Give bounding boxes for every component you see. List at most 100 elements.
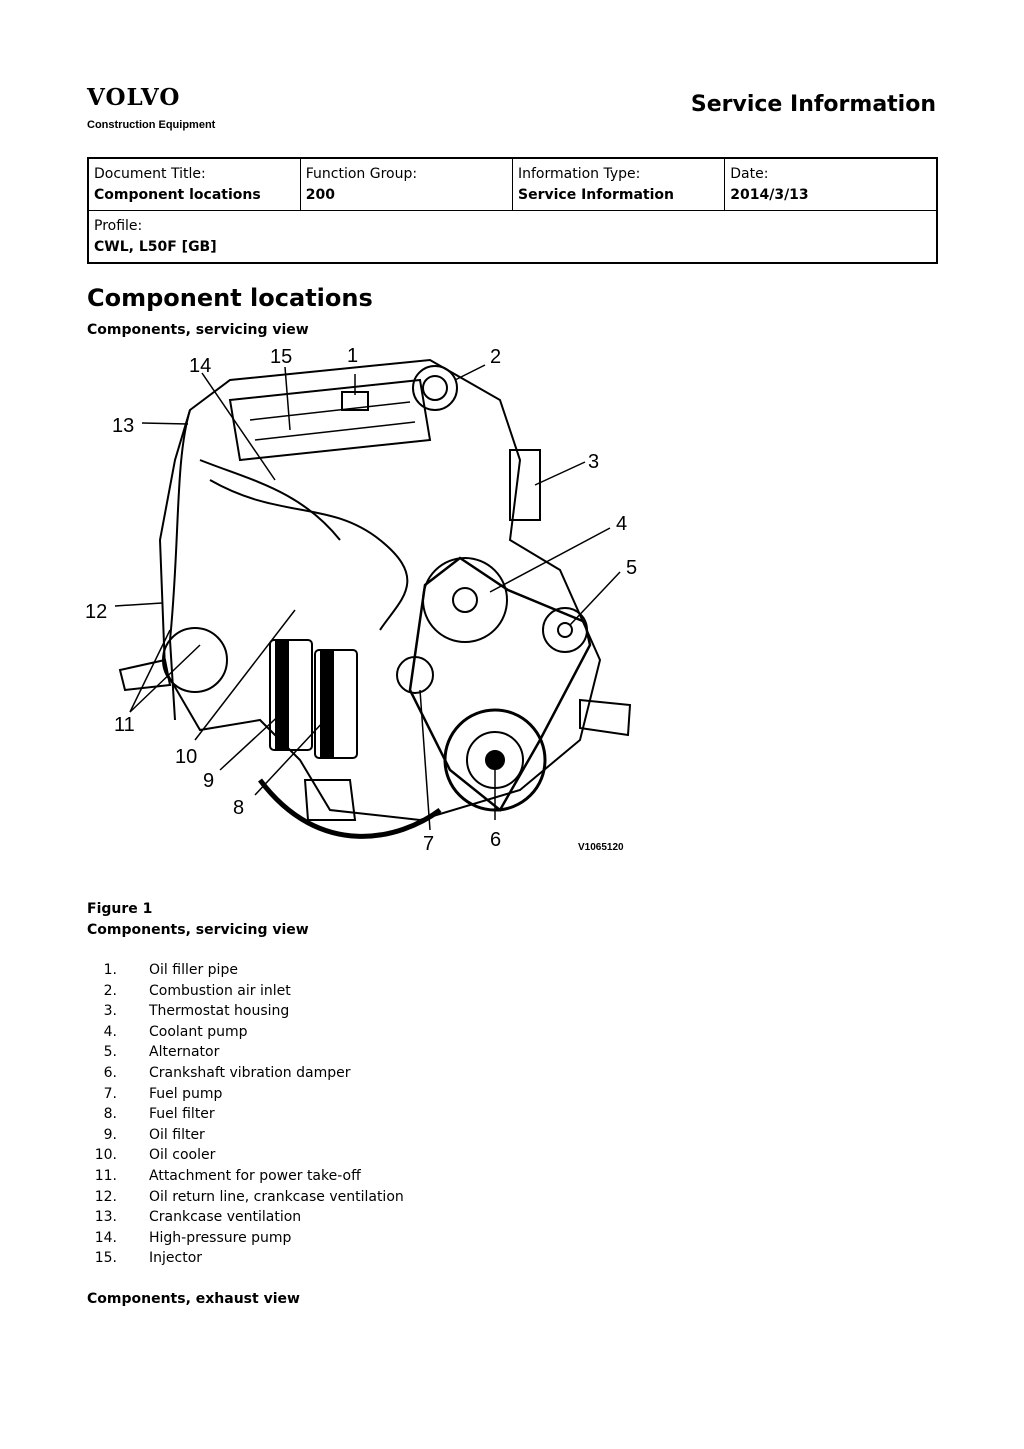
list-item: 4. Coolant pump	[87, 1022, 404, 1043]
valve-cover-ribs	[249, 401, 416, 441]
callout-15: 15	[270, 346, 292, 368]
leader-4	[489, 527, 611, 593]
list-item-number: 8.	[103, 1106, 117, 1123]
list-item-number: 5.	[103, 1044, 117, 1061]
list-item: 13.Crankcase ventilation	[87, 1207, 404, 1228]
leader-12	[114, 602, 163, 607]
list-item: 2. Combustion air inlet	[87, 981, 404, 1002]
list-item: 10. Oil cooler	[87, 1145, 404, 1166]
meta-cell-function-group: Function Group: 200	[299, 157, 514, 211]
list-item-text: Crankcase ventilation	[149, 1209, 302, 1226]
drive-belt	[408, 556, 592, 812]
parts-list: 1.Oil filler pipe 2. Combustion air inlet…	[87, 960, 404, 1269]
list-item: 8.Fuel filter	[87, 1104, 404, 1125]
header-title: Service Information	[690, 92, 936, 117]
figure-image-id: V1065120	[578, 842, 624, 853]
leader-10	[194, 609, 296, 741]
list-item-number: 1.	[103, 962, 117, 978]
callout-5: 5	[626, 557, 637, 579]
list-item: 11. Attachment for power take-off	[87, 1166, 404, 1187]
callout-14: 14	[189, 355, 211, 377]
document-title-label: Document Title:	[94, 166, 206, 182]
callout-8: 8	[233, 797, 244, 819]
figure-number: Figure 1	[87, 901, 153, 917]
list-item-text: Coolant pump	[149, 1023, 248, 1040]
list-item-number: 3.	[103, 1003, 117, 1020]
leader-14	[201, 372, 276, 481]
list-item-number: 4.	[103, 1023, 117, 1040]
callout-6: 6	[490, 829, 501, 851]
document-meta-table: Document Title: Component locations Func…	[87, 157, 938, 264]
list-item: 5. Alternator	[87, 1042, 404, 1063]
callout-4: 4	[616, 513, 627, 535]
leader-3	[534, 461, 586, 486]
oil-filter-shape	[269, 639, 313, 751]
callout-1: 1	[347, 345, 358, 367]
leader-11a	[129, 644, 201, 713]
list-item-text: Oil return line, crankcase ventilation	[149, 1188, 404, 1205]
list-item: 6.Crankshaft vibration damper	[87, 1063, 404, 1084]
meta-cell-information-type: Information Type: Service Information	[511, 157, 726, 211]
list-item-text: Combustion air inlet	[149, 982, 291, 999]
power-take-off-plate	[162, 627, 228, 693]
callout-11: 11	[114, 714, 135, 736]
list-item-number: 9.	[103, 1126, 117, 1143]
engine-mount-left	[118, 658, 172, 692]
vibration-damper-hub	[485, 750, 505, 770]
leader-9	[219, 709, 286, 771]
list-item-text: Thermostat housing	[149, 1003, 290, 1020]
fuel-filter-shade	[320, 650, 334, 758]
valve-cover-shape	[228, 378, 432, 462]
list-item-number: 11.	[94, 1167, 117, 1184]
air-inlet-shape	[412, 365, 458, 411]
callout-3: 3	[588, 451, 599, 473]
list-item: 3. Thermostat housing	[87, 1001, 404, 1022]
list-item: 1.Oil filler pipe	[87, 960, 404, 981]
list-item-text: Alternator	[149, 1044, 220, 1061]
brand-name: VOLVO	[87, 84, 181, 111]
list-item-text: Attachment for power take-off	[149, 1167, 361, 1184]
thermostat-housing-shape	[509, 449, 541, 521]
engine-mount-right	[579, 698, 632, 737]
callout-2: 2	[490, 346, 501, 368]
callout-9: 9	[203, 770, 214, 792]
leader-15	[284, 366, 291, 431]
engine-mount-front	[303, 779, 357, 821]
figure-caption: Components, servicing view	[87, 922, 309, 938]
page-title: Component locations	[87, 284, 373, 312]
list-item: 7. Fuel pump	[87, 1084, 404, 1105]
injector-pipes	[209, 479, 409, 631]
section-heading-servicing-view: Components, servicing view	[87, 322, 309, 338]
leader-5	[569, 571, 621, 626]
leader-2	[454, 364, 486, 381]
fuel-filter-shape	[314, 649, 358, 759]
list-item-text: Injector	[149, 1250, 203, 1267]
coolant-pump-pulley	[422, 557, 508, 643]
coolant-pump-hub	[452, 587, 478, 613]
section-heading-exhaust-view: Components, exhaust view	[87, 1291, 300, 1307]
leader-13	[141, 422, 189, 425]
list-item-text: Fuel pump	[149, 1085, 223, 1102]
leader-11b	[129, 629, 171, 713]
list-item: 15.Injector	[87, 1248, 404, 1269]
function-group-value: 200	[305, 187, 335, 203]
list-item-number: 10.	[94, 1147, 117, 1164]
oil-filter-shade	[275, 640, 289, 750]
list-item-number: 2.	[103, 982, 117, 999]
document-title-value: Component locations	[94, 187, 261, 203]
callout-13: 13	[112, 415, 134, 437]
information-type-value: Service Information	[518, 187, 674, 203]
crankcase-ventilation-pipe	[168, 409, 191, 721]
profile-label: Profile:	[94, 218, 143, 234]
list-item-text: Oil cooler	[149, 1147, 216, 1164]
list-item-number: 7.	[103, 1085, 117, 1102]
function-group-label: Function Group:	[305, 166, 418, 182]
list-item: 12.Oil return line, crankcase ventilatio…	[87, 1187, 404, 1208]
callout-10: 10	[175, 746, 197, 768]
oil-sump-edge	[258, 778, 442, 839]
list-item-number: 6.	[103, 1064, 117, 1081]
leader-7	[419, 689, 431, 831]
callout-7: 7	[423, 833, 434, 855]
meta-cell-date: Date: 2014/3/13	[724, 157, 938, 211]
profile-value: CWL, L50F [GB]	[94, 239, 217, 255]
